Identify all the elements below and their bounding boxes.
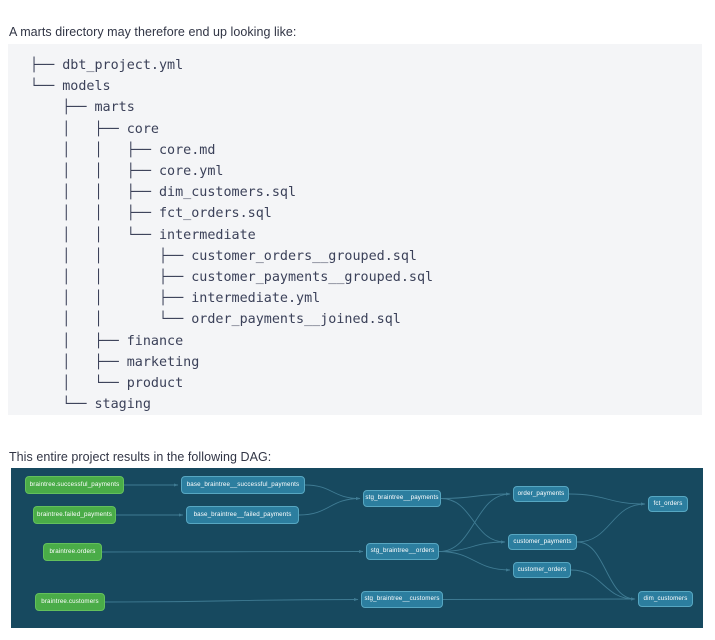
dag-diagram[interactable]: braintree.successful_payments braintree.f… bbox=[11, 468, 703, 628]
dag-edges bbox=[101, 483, 646, 603]
dag-edge-stg_braintree__orders-to-customer_orders bbox=[438, 551, 511, 572]
dag-node-label: customer_payments bbox=[513, 537, 572, 545]
dag-edge-base_braintree__successful_payments-to-stg_braintree__payments bbox=[304, 484, 361, 501]
dag-edge-customer_orders-to-dim_customers bbox=[570, 569, 636, 601]
dag-node-braintree_failed_payments[interactable]: braintree.failed_payments bbox=[33, 506, 116, 524]
dag-node-label: base_braintree__failed_payments bbox=[193, 510, 292, 518]
dag-node-label: braintree.failed_payments bbox=[37, 510, 112, 518]
dag-node-fct_orders[interactable]: fct_orders bbox=[648, 496, 688, 512]
dag-edge-customer_payments-to-fct_orders bbox=[576, 502, 646, 543]
dag-edge-stg_braintree__orders-to-customer_payments bbox=[438, 540, 506, 552]
dag-node-label: braintree.successful_payments bbox=[29, 480, 120, 488]
dag-node-base_braintree__successful_payments[interactable]: base_braintree__successful_payments bbox=[181, 476, 305, 494]
dag-edge-base_braintree__failed_payments-to-stg_braintree__payments bbox=[298, 496, 361, 516]
dag-edge-braintree_customers-to-stg_braintree__customers bbox=[104, 597, 359, 603]
dag-node-stg_braintree__customers[interactable]: stg_braintree__customers bbox=[361, 591, 443, 608]
dag-node-order_payments[interactable]: order_payments bbox=[513, 486, 569, 502]
dag-node-label: base_braintree__successful_payments bbox=[186, 480, 300, 488]
dag-node-braintree_successful_payments[interactable]: braintree.successful_payments bbox=[25, 476, 124, 494]
dag-node-label: stg_braintree__payments bbox=[365, 494, 439, 502]
dag-edge-stg_braintree__payments-to-order_payments bbox=[440, 492, 511, 499]
dag-node-label: customer_orders bbox=[517, 565, 567, 573]
dag-node-customer_orders[interactable]: customer_orders bbox=[513, 562, 571, 578]
dag-edge-braintree_orders-to-stg_braintree__orders bbox=[101, 549, 364, 554]
dag-node-label: braintree.customers bbox=[41, 597, 99, 605]
directory-tree-codeblock: ├── dbt_project.yml └── models ├── marts… bbox=[8, 44, 702, 415]
dag-edge-stg_braintree__customers-to-dim_customers bbox=[442, 597, 636, 601]
intro-paragraph: A marts directory may therefore end up l… bbox=[9, 24, 297, 39]
dag-edge-stg_braintree__orders-to-order_payments bbox=[438, 492, 511, 552]
dag-node-label: dim_customers bbox=[643, 594, 688, 602]
dag-node-stg_braintree__orders[interactable]: stg_braintree__orders bbox=[366, 543, 439, 560]
dag-node-customer_payments[interactable]: customer_payments bbox=[508, 534, 577, 550]
dag-node-label: order_payments bbox=[517, 489, 565, 497]
dag-node-braintree_customers[interactable]: braintree.customers bbox=[35, 593, 105, 611]
directory-tree-text: ├── dbt_project.yml └── models ├── marts… bbox=[30, 58, 434, 413]
dag-edge-customer_payments-to-dim_customers bbox=[576, 541, 636, 601]
dag-node-stg_braintree__payments[interactable]: stg_braintree__payments bbox=[363, 490, 441, 507]
dag-node-label: stg_braintree__orders bbox=[370, 547, 435, 555]
dag-node-braintree_orders[interactable]: braintree.orders bbox=[43, 543, 102, 561]
dag-node-label: stg_braintree__customers bbox=[364, 595, 440, 603]
dag-caption: This entire project results in the follo… bbox=[9, 449, 272, 464]
dag-edge-stg_braintree__payments-to-customer_payments bbox=[440, 498, 506, 544]
dag-node-base_braintree__failed_payments[interactable]: base_braintree__failed_payments bbox=[186, 506, 299, 524]
dag-edge-order_payments-to-fct_orders bbox=[568, 493, 646, 506]
dag-node-dim_customers[interactable]: dim_customers bbox=[638, 591, 693, 607]
dag-node-label: braintree.orders bbox=[49, 547, 96, 555]
dag-node-label: fct_orders bbox=[653, 499, 683, 507]
